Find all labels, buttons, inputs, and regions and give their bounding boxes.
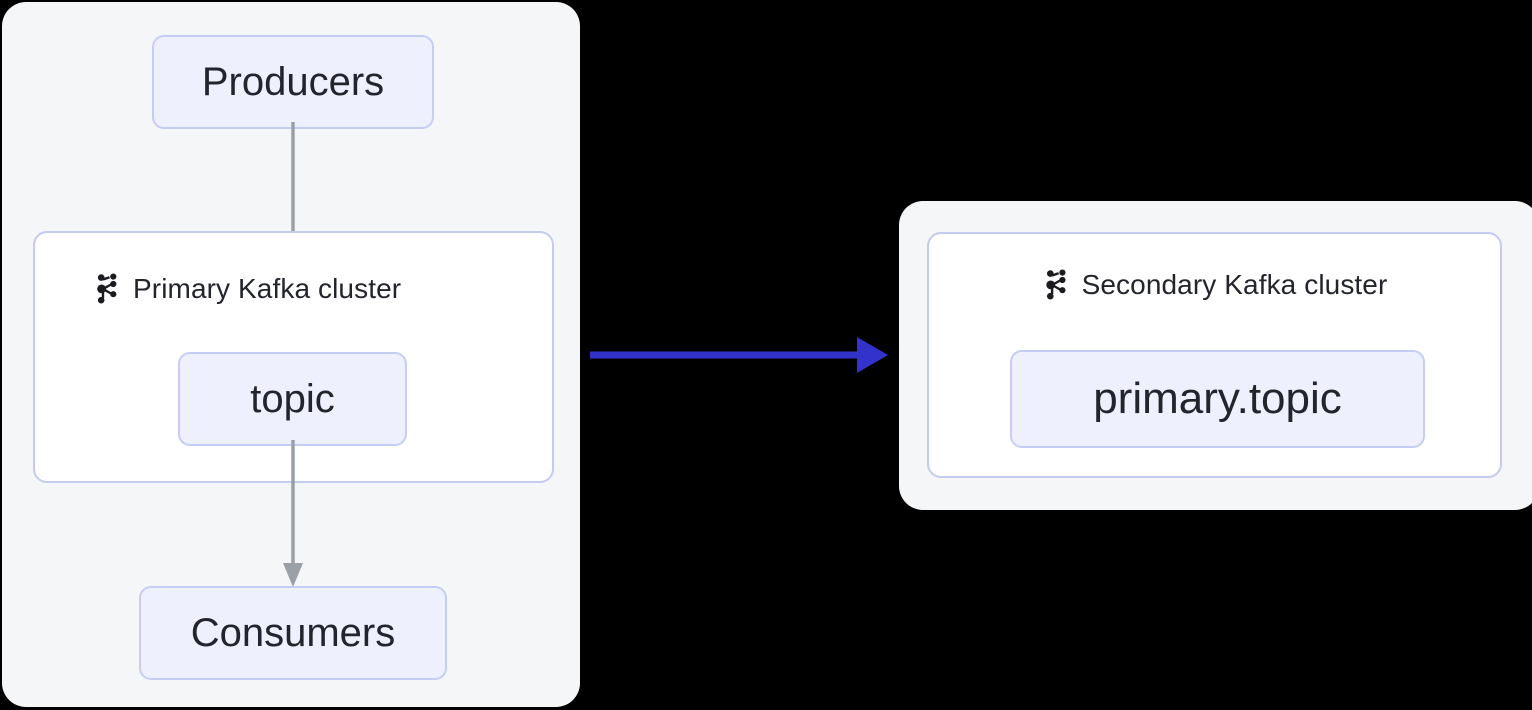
consumers-node[interactable]: Consumers: [139, 586, 447, 680]
primary-topic-node[interactable]: primary.topic: [1010, 350, 1425, 448]
replication-arrow-icon: [590, 337, 888, 373]
kafka-logo-icon: [1045, 269, 1066, 300]
primary-cluster-header: Primary Kafka cluster: [93, 273, 401, 305]
topic-node[interactable]: topic: [178, 352, 407, 446]
secondary-cluster-header: Secondary Kafka cluster: [1042, 269, 1388, 301]
secondary-cluster-panel: Secondary Kafka cluster primary.topic: [899, 201, 1532, 510]
producers-node[interactable]: Producers: [152, 35, 434, 129]
primary-cluster-label: Primary Kafka cluster: [133, 273, 402, 304]
secondary-cluster-label: Secondary Kafka cluster: [1081, 269, 1388, 300]
secondary-cluster-card: Secondary Kafka cluster primary.topic: [927, 232, 1502, 478]
primary-cluster-panel: Producers: [2, 2, 580, 707]
kafka-logo-icon: [97, 273, 117, 304]
